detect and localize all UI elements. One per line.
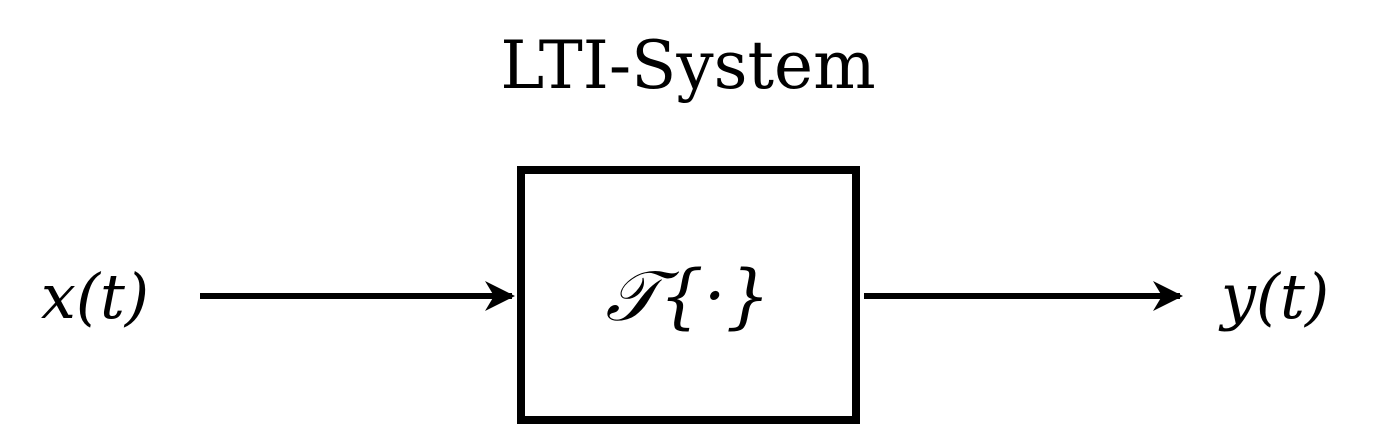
system-block	[517, 166, 860, 424]
output-signal-label: y(t)	[1218, 260, 1329, 333]
system-operator-label: 𝒯{·}	[606, 255, 771, 337]
diagram-title: LTI-System	[500, 27, 875, 104]
input-signal-label: x(t)	[41, 260, 149, 333]
